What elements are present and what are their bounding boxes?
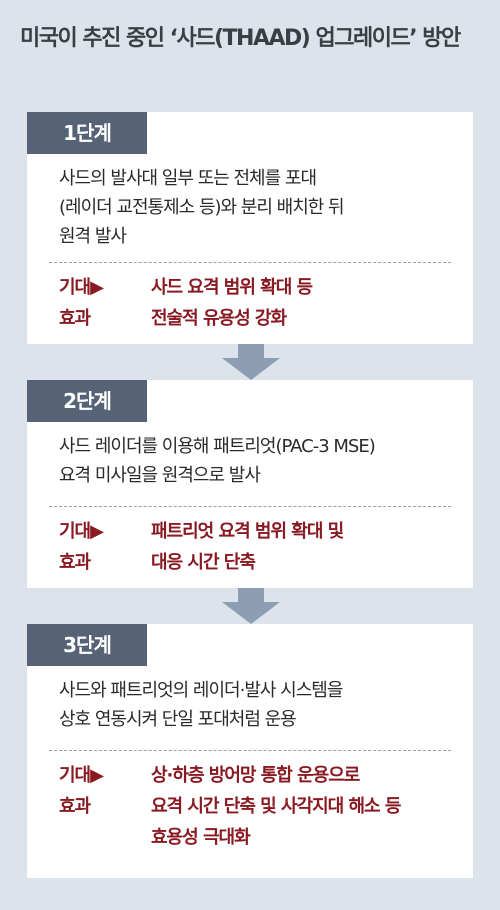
stage-1-badge: 1단계 [27,112,147,154]
stage-3-badge: 3단계 [27,624,147,666]
stage-3-effect-text: 상·하층 방어망 통합 운용으로 요격 시간 단축 및 사각지대 해소 등 효용… [151,765,401,848]
stage-3-box: 3단계 사드와 패트리엇의 레이더·발사 시스템을 상호 연동시켜 단일 포대처… [27,624,473,878]
stage-3-effect: 기대▶ 효과 상·하층 방어망 통합 운용으로 요격 시간 단축 및 사각지대 … [59,760,463,860]
stage-2-divider [49,506,451,507]
stage-2-box: 2단계 사드 레이더를 이용해 패트리엇(PAC-3 MSE) 요격 미사일을 … [27,380,473,588]
stage-1-box: 1단계 사드의 발사대 일부 또는 전체를 포대 (레이더 교전통제소 등)와 … [27,112,473,344]
stage-2-effect-text: 패트리엇 요격 범위 확대 및 대응 시간 단축 [151,521,344,573]
stage-2-effect: 기대▶ 효과 패트리엇 요격 범위 확대 및 대응 시간 단축 [59,516,463,580]
stage-1-divider [49,262,451,263]
stage-3-divider [49,750,451,751]
stage-1-effect-text: 사드 요격 범위 확대 등 전술적 유용성 강화 [151,277,313,329]
down-arrow-icon [222,344,280,380]
stage-2-description: 사드 레이더를 이용해 패트리엇(PAC-3 MSE) 요격 미사일을 원격으로… [59,436,376,486]
stage-2-badge: 2단계 [27,380,147,422]
diagram-title: 미국이 추진 중인 ‘사드(THAAD) 업그레이드’ 방안 [20,26,461,51]
stage-1-effect: 기대▶ 효과 사드 요격 범위 확대 등 전술적 유용성 강화 [59,272,463,336]
stage-2-effect-label: 기대▶ 효과 [59,521,104,573]
stage-3-description: 사드와 패트리엇의 레이더·발사 시스템을 상호 연동시켜 단일 포대처럼 운용 [59,680,343,730]
stage-1-effect-label: 기대▶ 효과 [59,277,104,329]
down-arrow-icon [222,588,280,624]
stage-3-effect-label: 기대▶ 효과 [59,765,104,817]
stage-1-description: 사드의 발사대 일부 또는 전체를 포대 (레이더 교전통제소 등)와 분리 배… [59,168,345,247]
